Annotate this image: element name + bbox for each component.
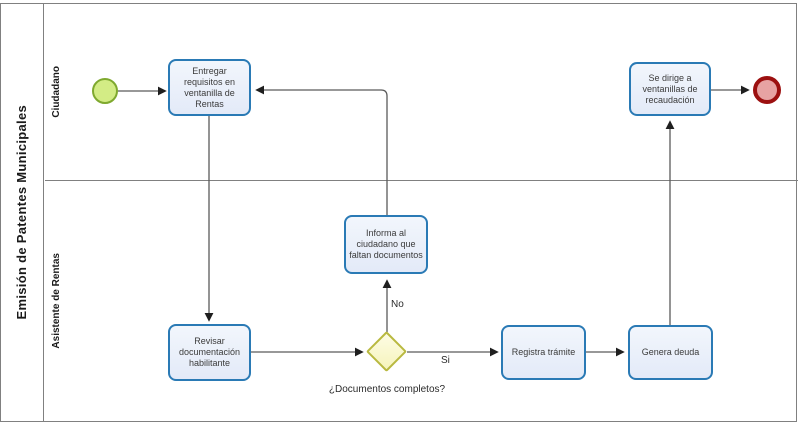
flow-label-no: No bbox=[391, 299, 404, 310]
pool-frame bbox=[0, 3, 797, 422]
lane-label-ciudadano: Ciudadano bbox=[46, 4, 66, 179]
task-label: Revisar documentación habilitante bbox=[178, 336, 241, 368]
lane-divider bbox=[45, 180, 798, 181]
pool-header: Emisión de Patentes Municipales bbox=[0, 3, 44, 422]
start-event-icon[interactable] bbox=[92, 78, 118, 104]
task-label: Se dirige a ventanillas de recaudación bbox=[642, 72, 698, 105]
gateway-question-label: ¿Documentos completos? bbox=[328, 384, 446, 395]
lane-label-text: Asistente de Rentas bbox=[50, 253, 62, 349]
task-informa-ciudadano[interactable]: Informa al ciudadano que faltan document… bbox=[344, 215, 428, 274]
task-registra-tramite[interactable]: Registra trámite bbox=[501, 325, 586, 380]
task-label: Informa al ciudadano que faltan document… bbox=[349, 228, 423, 260]
task-label: Entregar requisitos en ventanilla de Ren… bbox=[183, 65, 236, 109]
task-label: Registra trámite bbox=[511, 347, 576, 357]
lane-label-asistente-de-rentas: Asistente de Rentas bbox=[46, 181, 66, 421]
flow-label-si: Si bbox=[441, 355, 450, 366]
end-event-icon[interactable] bbox=[753, 76, 781, 104]
task-entregar-requisitos[interactable]: Entregar requisitos en ventanilla de Ren… bbox=[168, 59, 251, 116]
task-revisar-documentacion[interactable]: Revisar documentación habilitante bbox=[168, 324, 251, 381]
task-genera-deuda[interactable]: Genera deuda bbox=[628, 325, 713, 380]
lane-label-text: Ciudadano bbox=[50, 65, 62, 118]
pool-title: Emisión de Patentes Municipales bbox=[14, 105, 29, 320]
task-label: Genera deuda bbox=[641, 347, 700, 357]
task-se-dirige-ventanillas[interactable]: Se dirige a ventanillas de recaudación bbox=[629, 62, 711, 116]
